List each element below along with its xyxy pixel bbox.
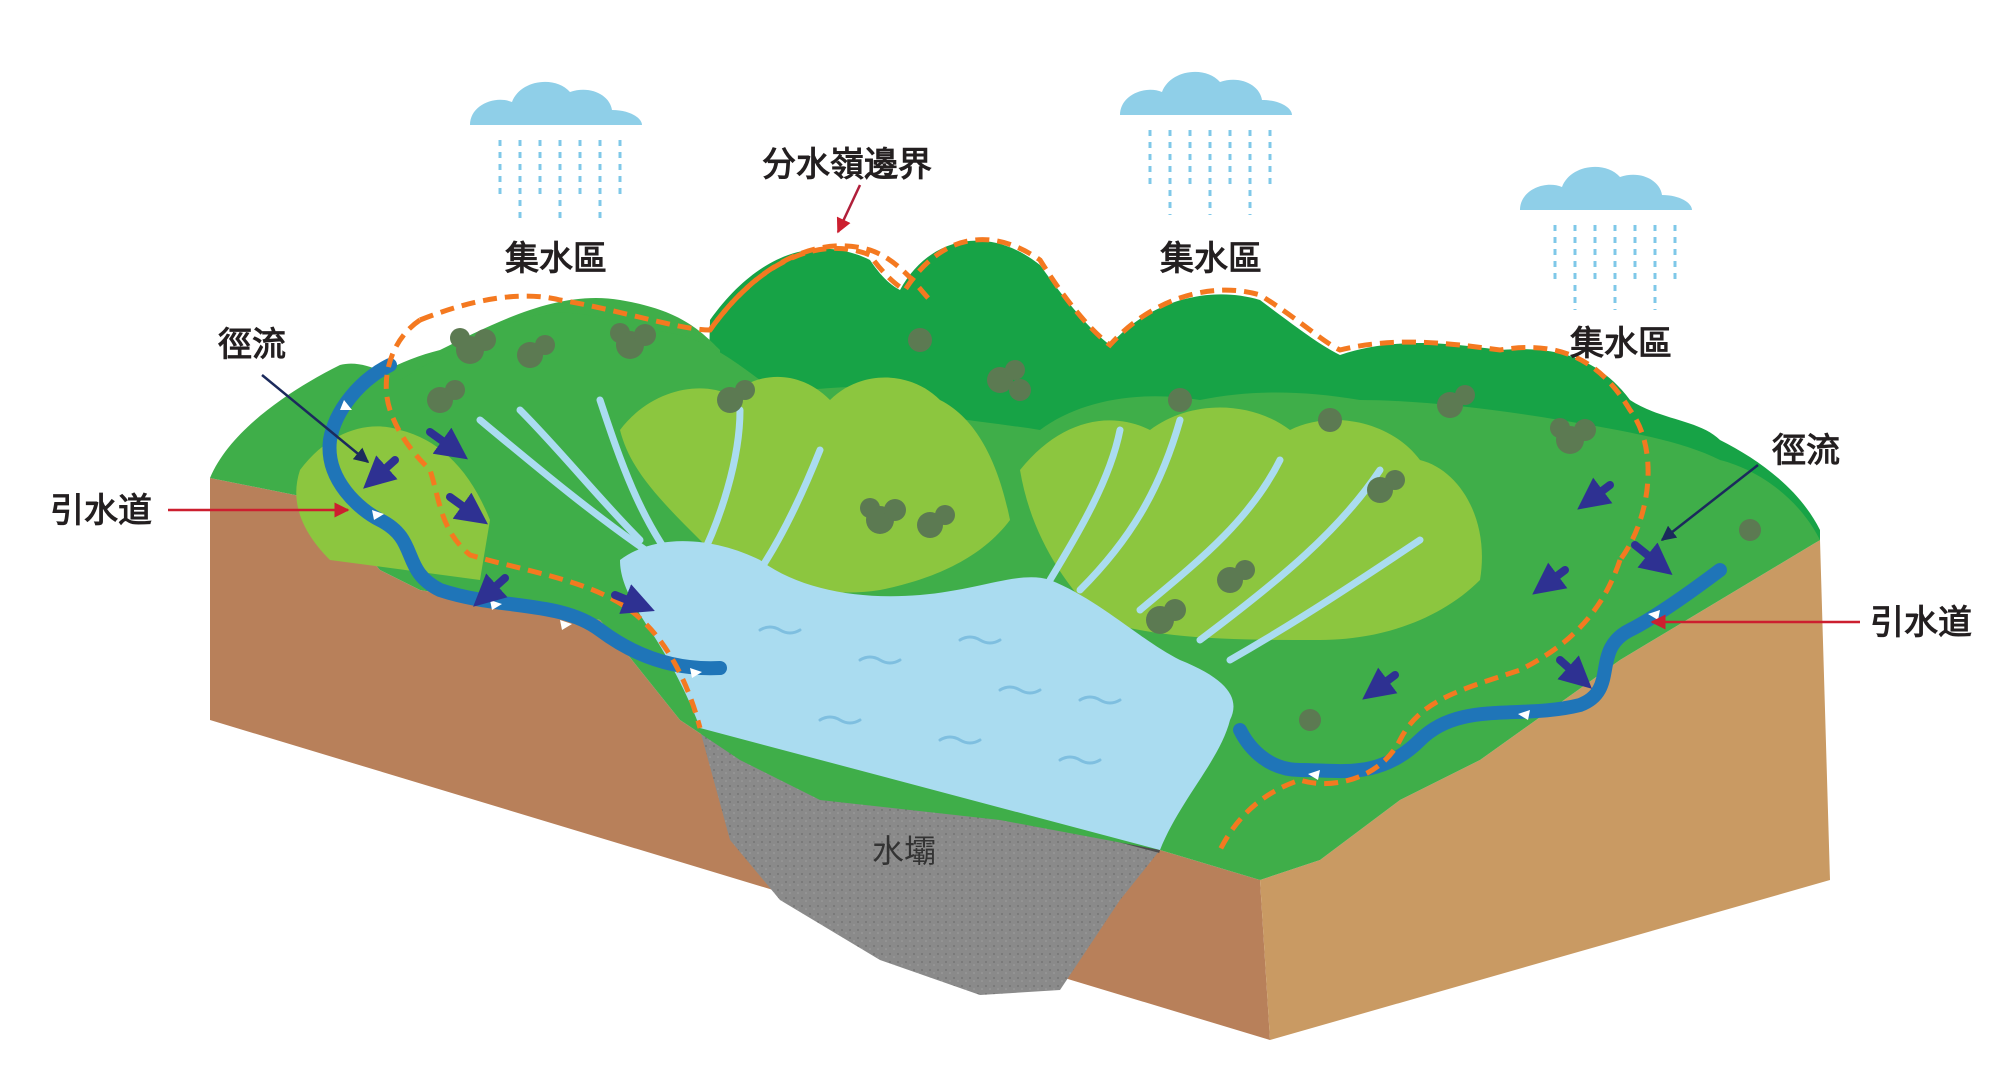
label-reservoir: 水壩 [872,832,936,870]
tree-icon [917,505,955,538]
label-catchment-right: 集水區 [1569,324,1672,364]
tree-icon [1299,709,1321,731]
reservoir-water [620,541,1234,850]
cloud-middle [1120,71,1292,215]
cloud-left [470,81,642,220]
label-channel-left: 引水道 [50,491,152,531]
runoff-arrow-icon [363,455,399,489]
cloud-icon [470,81,642,125]
label-channel-right: 引水道 [1870,603,1972,643]
soil-side-face [1260,540,1830,1040]
rain-icon [1148,130,1272,215]
watershed-boundary-left-catchment [383,317,703,729]
tributary-streams [476,396,1424,664]
tree-icon [717,380,755,413]
light-green-left [296,426,490,580]
tree-icon [1367,470,1405,503]
tree-icon [610,323,656,359]
cloud-right [1520,166,1692,310]
tree-icon [450,328,496,364]
tree-icon [1168,388,1192,412]
label-catchment-middle: 集水區 [1159,239,1262,279]
rain-icon [1553,225,1677,310]
runoff-arrow-icon [446,492,488,525]
runoff-arrow-icon [1577,477,1614,510]
light-green-hills-right [1020,407,1482,640]
tree-icon [908,328,932,352]
pointer-watershed-boundary [836,184,862,234]
tree-icon [1550,418,1596,454]
rain-icon [498,140,622,220]
tree-icon [1739,519,1761,541]
cloud-icon [1120,71,1292,115]
runoff-arrow-icon [1631,541,1673,575]
runoff-arrow-icon [1532,562,1569,595]
pointer-runoff-left [261,374,370,463]
label-catchment-left: 集水區 [504,239,607,279]
watershed-boundary-left [419,243,932,333]
label-runoff-left: 徑流 [217,325,286,365]
tree-icon [1318,408,1342,432]
trees [427,323,1761,731]
tree-icon [1217,560,1255,593]
light-green-hills [620,376,1010,593]
runoff-arrow-icon [1362,667,1399,700]
pointer-runoff-right [1660,464,1759,541]
tree-icon [517,335,555,368]
channel-right [1233,563,1727,779]
label-watershed-boundary: 分水嶺邊界 [762,145,932,185]
channel-left [322,358,727,676]
runoff-arrow-icon [426,427,468,460]
tree-icon [1146,599,1186,634]
runoff-arrow-icon [1556,655,1592,689]
label-runoff-right: 徑流 [1771,431,1840,471]
runoff-arrows [363,427,1673,700]
tree-icon [427,380,465,413]
watershed-boundary-right-catchment [1217,559,1623,852]
tree-icon [1009,379,1031,401]
tree-icon [1437,385,1475,418]
cloud-icon [1520,166,1692,210]
runoff-arrow-icon [473,573,509,607]
runoff-arrow-icon [611,584,655,614]
tree-icon [987,360,1025,393]
tree-icon [860,498,906,534]
water-ripples [758,625,1122,765]
